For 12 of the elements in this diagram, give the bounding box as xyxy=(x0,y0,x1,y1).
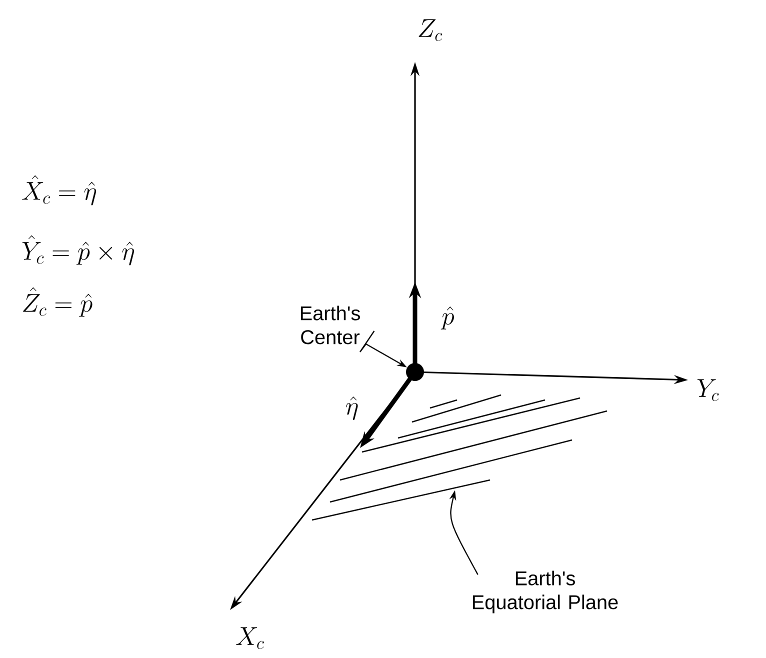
origin-dot xyxy=(406,363,424,381)
vector-label: $\hat{p}$ xyxy=(440,306,454,330)
axis-label: $X_{c}$ xyxy=(236,627,264,649)
node-label: Earth's Center xyxy=(300,306,360,344)
hatched-plane-drawing xyxy=(312,394,608,521)
axis-label: $Z_{c}$ xyxy=(418,19,442,41)
equation: $\hat{Z}_{c} = \hat{p}$ xyxy=(22,287,92,317)
equation: $\hat{X}_{c} = \hat{\eta}$ xyxy=(22,175,96,206)
node-label: Earth's Equatorial Plane xyxy=(472,570,618,614)
axis-label: $Y_{c}$ xyxy=(697,379,719,401)
equation: $\hat{Y}_{c} = \hat{p} \times \hat{\eta}$ xyxy=(22,235,134,266)
vector-label: $\hat{\eta}$ xyxy=(346,396,358,420)
